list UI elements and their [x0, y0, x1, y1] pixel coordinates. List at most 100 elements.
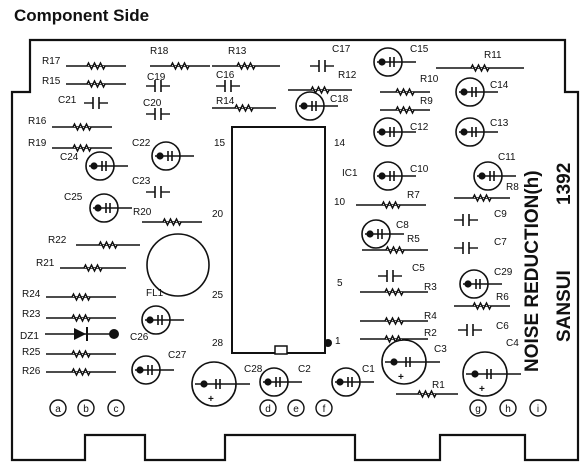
electrolytic-pad: [156, 152, 164, 160]
resistor-zigzag: [83, 263, 103, 273]
ic1-label: IC1: [342, 168, 358, 179]
resistor-zigzag: [72, 122, 92, 132]
capacitor-label: C5: [412, 263, 425, 274]
dz1-label: DZ1: [20, 331, 39, 342]
electrolytic-pad: [460, 128, 468, 136]
terminal-circle: [259, 399, 277, 417]
electrolytic-pad: [94, 204, 102, 212]
electrolytic-pad: [300, 102, 308, 110]
resistor-zigzag: [71, 292, 91, 302]
ic-body: [231, 126, 326, 354]
page-title: Component Side: [14, 6, 150, 25]
capacitor-label: C6: [496, 321, 509, 332]
ic-notch: [274, 345, 288, 355]
resistor-label: R4: [424, 311, 437, 322]
electrolytic-label: C12: [410, 122, 429, 133]
capacitor-label: C17: [332, 44, 351, 55]
resistor-zigzag: [470, 63, 490, 73]
electrolytic-pad: [378, 58, 386, 66]
terminal-label: d: [265, 404, 271, 415]
plus-mark: +: [479, 384, 485, 395]
resistor-zigzag: [472, 193, 492, 203]
electrolytic-label: C2: [298, 364, 311, 375]
resistor-label: R10: [420, 74, 439, 85]
resistor-zigzag: [384, 287, 404, 297]
resistor-zigzag: [86, 61, 106, 71]
dz1-pad: [109, 329, 119, 339]
resistor-zigzag: [385, 245, 405, 255]
resistor-label: R17: [42, 56, 61, 67]
terminal-circle: [499, 399, 517, 417]
board-outline: [10, 38, 580, 462]
dz1-body: [74, 328, 86, 340]
electrolytic-label: C25: [64, 192, 83, 203]
resistor-zigzag: [472, 301, 492, 311]
capacitor-label: C9: [494, 209, 507, 220]
electrolytic-pad: [390, 358, 398, 366]
board-name-text: NOISE REDUCTION(h): [522, 170, 543, 372]
capacitor-label: C21: [58, 95, 77, 106]
resistor-label: R25: [22, 347, 41, 358]
electrolytic-pad: [136, 366, 144, 374]
electrolytic-pad: [336, 378, 344, 386]
electrolytic-label: C4: [506, 338, 519, 349]
resistor-label: R16: [28, 116, 47, 127]
terminal-label: e: [293, 404, 299, 415]
terminal-circle: [469, 399, 487, 417]
electrolytic-pad: [464, 280, 472, 288]
capacitor-label: C23: [132, 176, 151, 187]
plus-mark: +: [208, 394, 214, 405]
capacitor-label: C20: [143, 98, 162, 109]
resistor-label: R12: [338, 70, 357, 81]
resistor-zigzag: [234, 103, 254, 113]
resistor-label: R20: [133, 207, 152, 218]
terminal-label: f: [323, 404, 326, 415]
ic-pin-label: 1: [335, 336, 341, 347]
fl1-label: FL1: [146, 288, 164, 299]
electrolytic-pad: [378, 172, 386, 180]
resistor-label: R3: [424, 282, 437, 293]
terminal-label: b: [83, 404, 89, 415]
electrolytic-pad: [146, 316, 154, 324]
resistor-zigzag: [71, 349, 91, 359]
capacitor-label: C7: [494, 237, 507, 248]
board-maker-text: SANSUI: [554, 270, 575, 342]
terminal-circle: [315, 399, 333, 417]
electrolytic-label: C3: [434, 344, 447, 355]
electrolytic-label: C8: [396, 220, 409, 231]
resistor-label: R13: [228, 46, 247, 57]
resistor-label: R7: [407, 190, 420, 201]
terminal-label: h: [505, 404, 511, 415]
electrolytic-label: C14: [490, 80, 509, 91]
resistor-label: R18: [150, 46, 169, 57]
resistor-label: R24: [22, 289, 41, 300]
resistor-label: R21: [36, 258, 55, 269]
terminal-label: g: [475, 404, 481, 415]
terminal-circle: [529, 399, 547, 417]
resistor-label: R22: [48, 235, 67, 246]
resistor-zigzag: [72, 143, 92, 153]
resistor-label: R15: [42, 76, 61, 87]
electrolytic-label: C11: [498, 152, 516, 163]
resistor-zigzag: [98, 240, 118, 250]
resistor-label: R6: [496, 292, 509, 303]
resistor-zigzag: [86, 79, 106, 89]
electrolytic-label: C22: [132, 138, 151, 149]
electrolytic-pad: [264, 378, 272, 386]
resistor-zigzag: [417, 389, 437, 399]
electrolytic-label: C13: [490, 118, 509, 129]
resistor-label: R11: [484, 50, 502, 61]
fl1-outline: [146, 233, 210, 297]
resistor-zigzag: [71, 367, 91, 377]
resistor-label: R5: [407, 234, 420, 245]
terminal-label: i: [537, 404, 539, 415]
plus-mark: +: [398, 372, 404, 383]
electrolytic-label: C1: [362, 364, 375, 375]
terminal-circle: [107, 399, 125, 417]
resistor-label: R26: [22, 366, 41, 377]
resistor-zigzag: [384, 316, 404, 326]
electrolytic-label: C26: [130, 332, 149, 343]
electrolytic-pad: [90, 162, 98, 170]
